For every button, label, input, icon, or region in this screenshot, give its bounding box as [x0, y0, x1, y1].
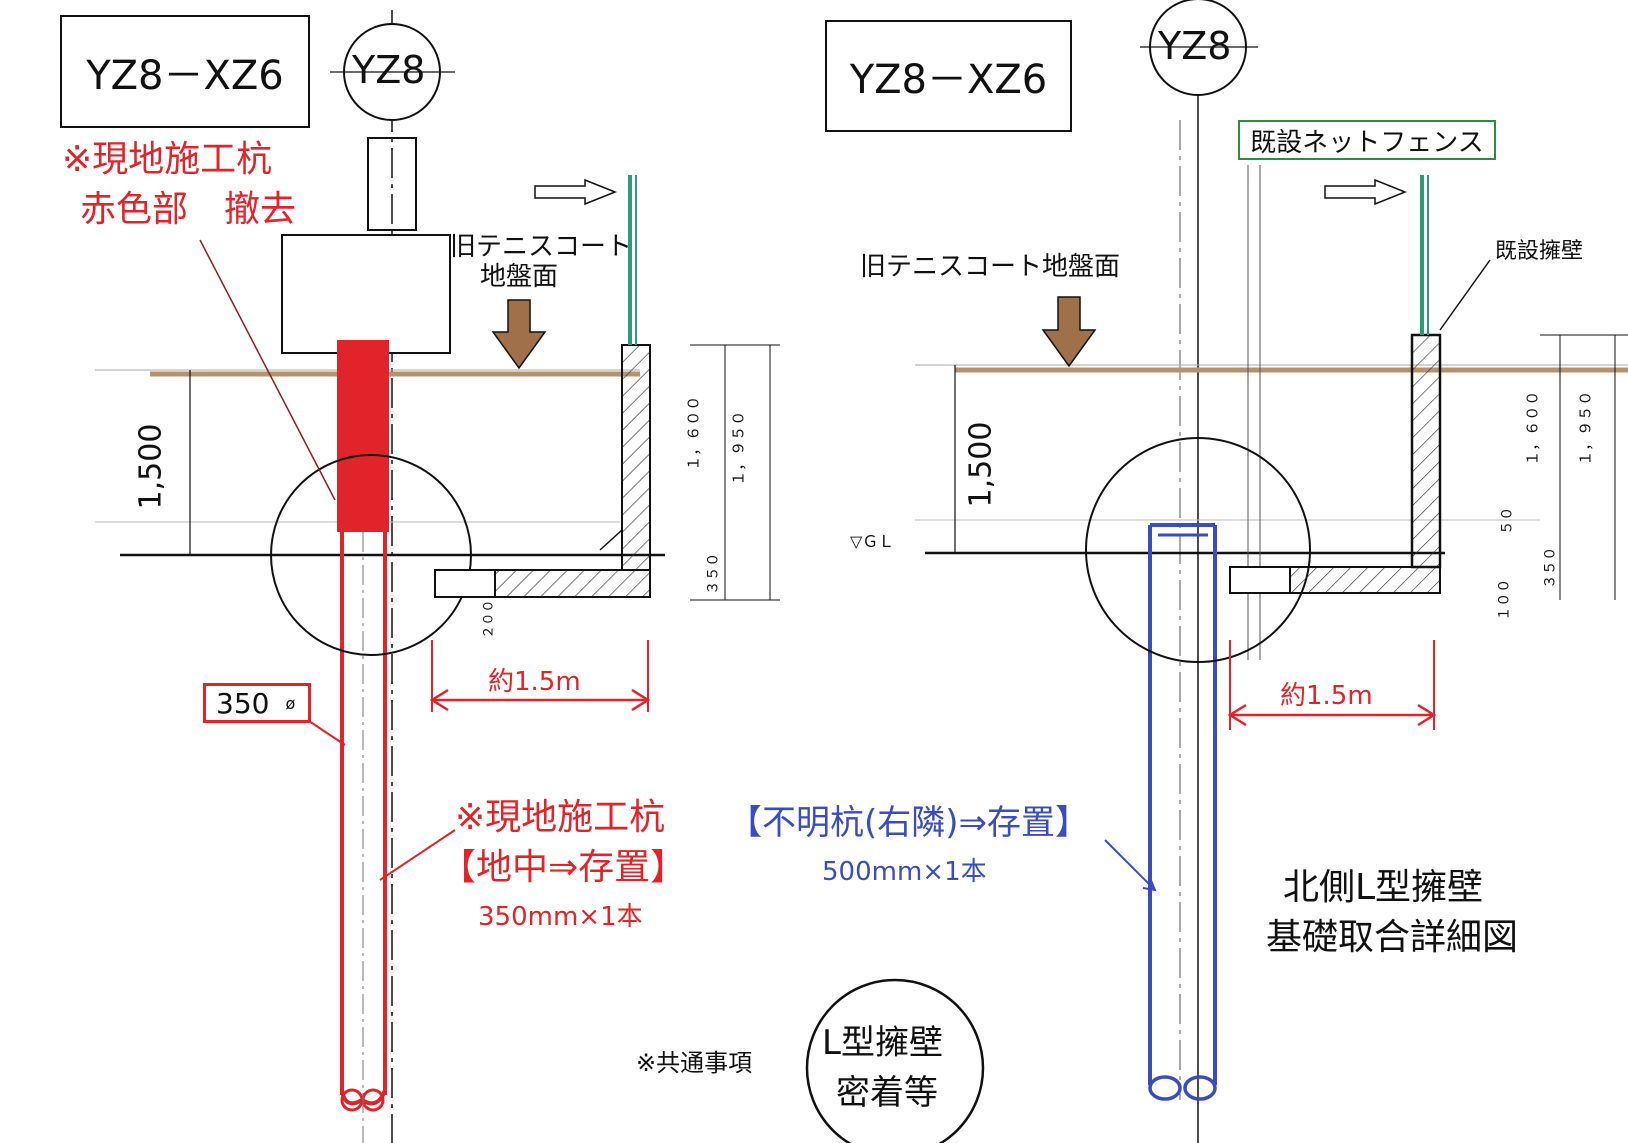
left-ground-label-2: 地盤面 — [480, 262, 559, 292]
left-pile-note-3: 350mm×1本 — [478, 902, 643, 932]
right-fence-label-box: 既設ネットフェンス — [1238, 120, 1496, 160]
right-detail-circle — [1085, 437, 1311, 663]
right-fence-arrow — [1324, 178, 1408, 206]
right-dim-50: ５０ — [1499, 506, 1516, 535]
common-note-label: ※共通事項 — [636, 1049, 753, 1077]
left-pile-note-1: ※現地施工杭 — [455, 797, 666, 838]
right-dim-1600: １，６００ — [1523, 390, 1542, 466]
common-note-circle — [805, 978, 985, 1143]
right-lwall-stem — [1410, 333, 1442, 569]
common-circle-line-2: 密着等 — [836, 1073, 938, 1113]
right-distance-label: 約1.5m — [1280, 681, 1373, 711]
left-pile-existing — [340, 532, 387, 1095]
left-ground-arrow — [491, 299, 547, 370]
common-circle-line-1: L型擁壁 — [822, 1023, 943, 1063]
left-ground-label-1: 旧テニスコート — [450, 232, 633, 262]
left-dim-200: ２００ — [481, 599, 497, 639]
left-tag: YZ8－XZ6 — [86, 52, 284, 99]
left-distance-label: 約1.5m — [488, 667, 581, 697]
left-detail-circle — [270, 454, 472, 656]
left-dim-1500: 1,500 — [133, 423, 169, 510]
right-wall-label: 既設擁壁 — [1495, 239, 1584, 264]
left-column-stub — [367, 137, 417, 231]
left-axis-label: YZ8 — [352, 48, 426, 92]
left-dim-350: ３５０ — [705, 552, 722, 595]
right-axis-label: YZ8 — [1158, 24, 1232, 68]
left-red-note-2: 赤色部 撤去 — [80, 189, 297, 230]
right-dim-350: ３５０ — [1542, 546, 1559, 589]
right-ground-arrow — [1041, 296, 1097, 368]
right-pile — [1148, 523, 1217, 1085]
left-fence-arrow — [534, 178, 618, 206]
left-tag-box: YZ8－XZ6 — [60, 15, 310, 128]
left-diameter-box: 350 ø — [203, 683, 311, 723]
left-diameter-label: 350 — [216, 686, 270, 720]
diameter-symbol: ø — [285, 693, 296, 713]
drawing-title-2: 基礎取合詳細図 — [1266, 917, 1519, 958]
left-pile-removed — [337, 340, 389, 532]
right-dim-1500: 1,500 — [963, 421, 999, 508]
left-red-note-1: ※現地施工杭 — [62, 139, 273, 180]
right-dim-1950: １，９５０ — [1576, 390, 1595, 466]
right-tag-box: YZ8－XZ6 — [825, 20, 1072, 132]
left-lwall-stem — [621, 344, 651, 571]
right-ground-label: 旧テニスコート地盤面 — [860, 252, 1121, 282]
right-tag: YZ8－XZ6 — [849, 57, 1048, 103]
right-gl-label: ▽ＧＬ — [850, 532, 895, 551]
left-footing — [281, 234, 451, 354]
drawing-title-1: 北側L型擁壁 — [1283, 867, 1484, 908]
right-fence-label: 既設ネットフェンス — [1250, 127, 1484, 158]
left-dim-1950: １，９５０ — [729, 410, 748, 486]
right-dim-100: １００ — [1496, 578, 1513, 621]
left-pile-note-2: 【地中⇒存置】 — [440, 847, 687, 888]
right-pile-note-1: 【不明杭(右隣)⇒存置】 — [728, 803, 1090, 843]
right-pile-note-2: 500mm×1本 — [822, 857, 987, 887]
left-dim-1600: １，６００ — [684, 395, 703, 471]
